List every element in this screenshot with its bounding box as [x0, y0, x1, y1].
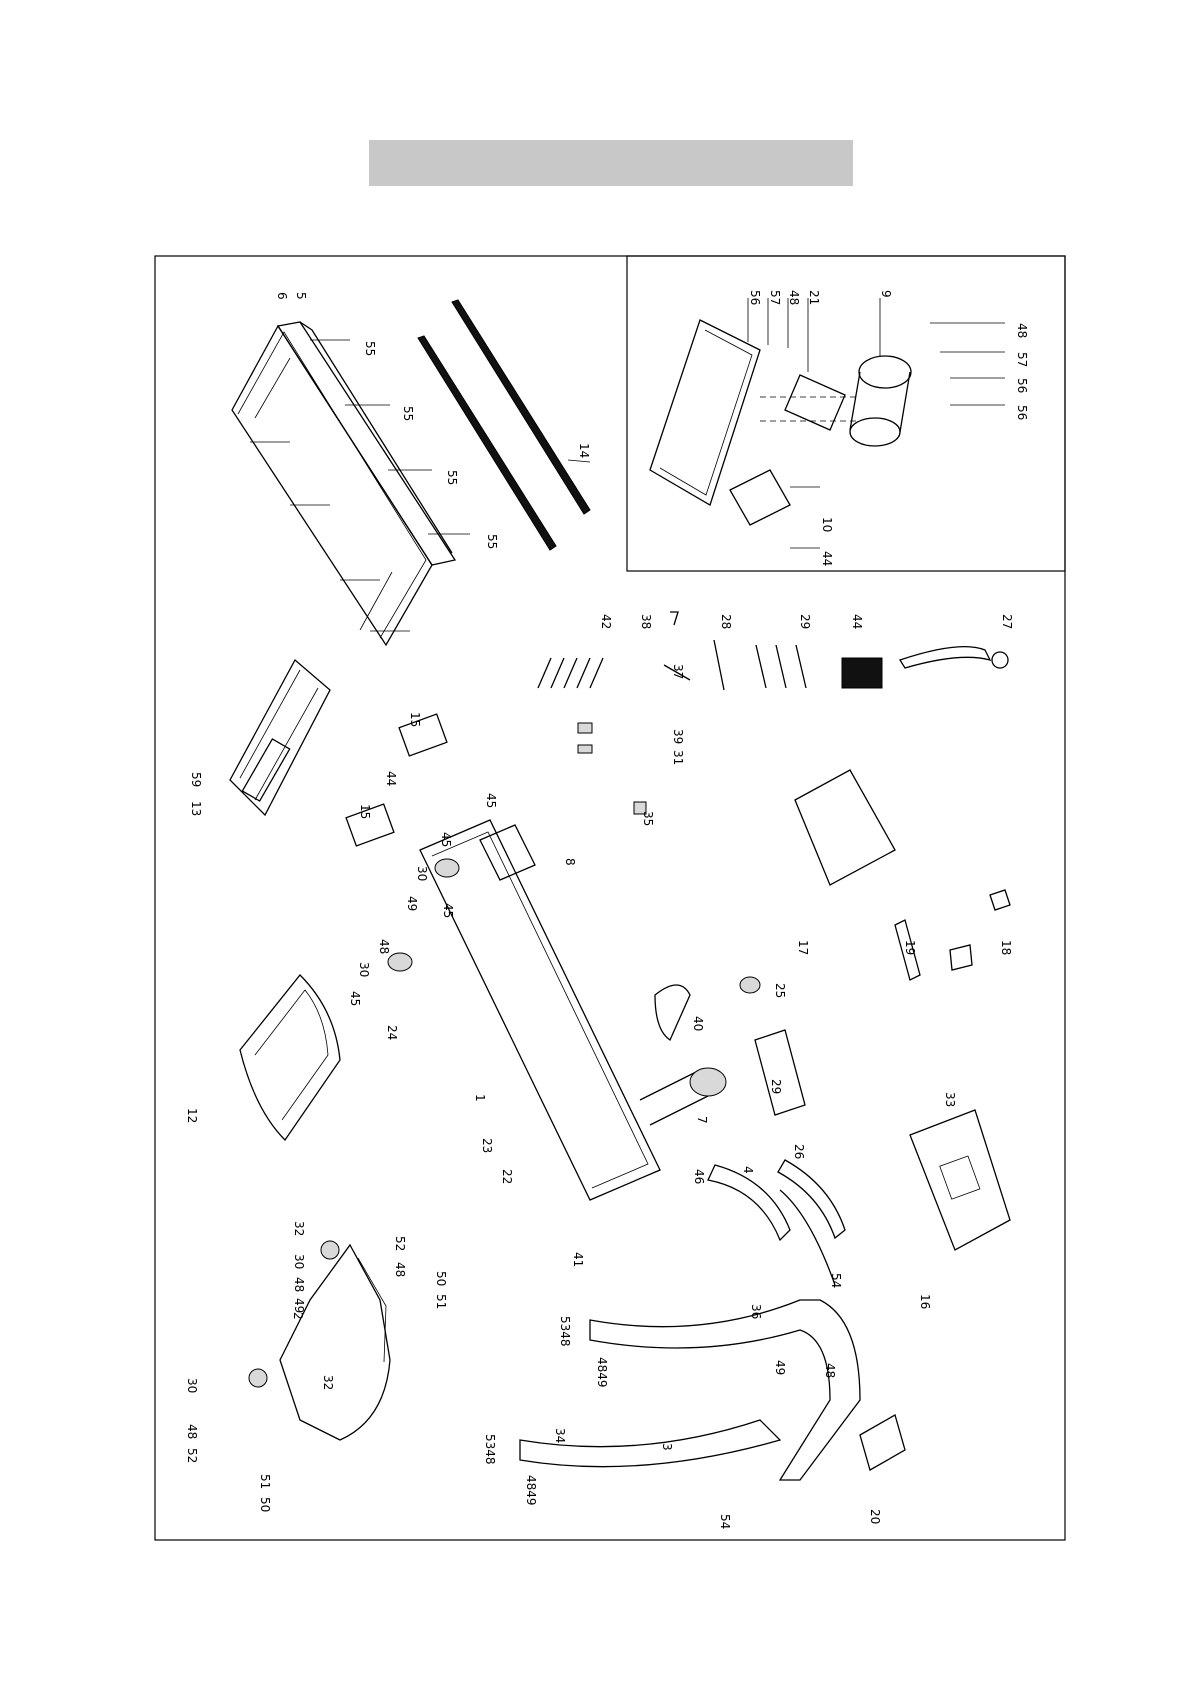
part-label-p-1: 1	[473, 1094, 487, 1102]
part-label-p-5-top: 5	[294, 292, 308, 300]
part-label-p-4: 4	[741, 1166, 755, 1174]
motor-detail-frame	[627, 256, 1065, 571]
part-label-p-44-a: 44	[820, 551, 834, 566]
part-label-p-41: 41	[571, 1252, 585, 1267]
part-label-p-54-a: 54	[829, 1273, 843, 1288]
part-label-p-50-b: 50	[258, 1497, 272, 1512]
part-label-p-55-a: 55	[363, 341, 377, 356]
part-label-p-56-b: 56	[1015, 378, 1029, 393]
part-label-p-7: 7	[695, 1116, 709, 1124]
part-label-p-40: 40	[691, 1016, 705, 1031]
part-label-p-23: 23	[480, 1138, 494, 1153]
part-label-p-50-a: 50	[434, 1271, 448, 1286]
part-label-p-5348-b: 5348	[483, 1434, 497, 1465]
part-label-p-28: 28	[719, 614, 733, 629]
part-label-p-46: 46	[692, 1169, 706, 1184]
part-label-p-15-a: 15	[408, 712, 422, 727]
part-label-p-52-a: 52	[393, 1236, 407, 1251]
part-label-p-17: 17	[796, 940, 810, 955]
part-label-p-30-b: 30	[357, 962, 371, 977]
part-label-p-16: 16	[918, 1294, 932, 1309]
handrail-frame-2	[249, 1241, 390, 1440]
part-label-p-19: 19	[903, 940, 917, 955]
part-label-p-29-b: 29	[769, 1079, 783, 1094]
part-label-p-51-b: 51	[258, 1474, 272, 1489]
part-label-p-3: 3	[660, 1443, 674, 1451]
part-label-p-4849-a: 4849	[595, 1357, 609, 1388]
part-label-p-48-g: 48	[823, 1363, 837, 1378]
part-label-p-32-b: 32	[321, 1375, 335, 1390]
part-label-p-27: 27	[1000, 614, 1014, 629]
part-label-p-30-d: 30	[185, 1378, 199, 1393]
part-label-p-51-a: 51	[434, 1294, 448, 1309]
part-label-p-6-top: 6	[275, 292, 289, 300]
deck-support	[230, 660, 330, 815]
part-label-p-57-a: 57	[768, 290, 782, 305]
running-deck	[232, 322, 470, 645]
part-label-p-18: 18	[999, 940, 1013, 955]
part-label-p-45-b: 45	[439, 832, 453, 847]
part-label-p-39: 39	[671, 729, 685, 744]
part-label-p-38: 38	[639, 614, 653, 629]
console-parts	[795, 770, 1010, 1250]
part-label-p-44-b: 44	[850, 614, 864, 629]
motor-assembly	[650, 298, 1005, 548]
part-label-p-34: 34	[553, 1428, 567, 1443]
part-label-p-30-c: 30	[292, 1254, 306, 1269]
part-label-p-55-c: 55	[445, 470, 459, 485]
diagram-frame	[155, 256, 1065, 1540]
part-label-p-8: 8	[563, 858, 577, 866]
part-label-p-42: 42	[599, 614, 613, 629]
part-label-p-9: 9	[879, 290, 893, 298]
part-label-p-12: 12	[185, 1108, 199, 1123]
part-label-p-29-a: 29	[798, 614, 812, 629]
part-label-p-2: 2	[291, 1312, 305, 1320]
part-label-p-25: 25	[773, 983, 787, 998]
part-label-p-35: 35	[641, 811, 655, 826]
part-label-p-33: 33	[943, 1092, 957, 1107]
part-label-p-49-c: 49	[773, 1360, 787, 1375]
part-label-p-56-a: 56	[748, 290, 762, 305]
part-label-p-49-a: 49	[405, 896, 419, 911]
small-parts	[538, 612, 1008, 814]
part-label-p-49-b: 49	[292, 1298, 306, 1313]
part-label-p-48-d: 48	[393, 1262, 407, 1277]
part-label-p-48-b: 48	[1015, 323, 1029, 338]
part-label-p-21: 21	[807, 290, 821, 305]
part-label-p-55-b: 55	[401, 406, 415, 421]
part-label-p-4849-b: 4849	[524, 1475, 538, 1506]
part-label-p-22: 22	[500, 1169, 514, 1184]
part-label-p-26: 26	[792, 1144, 806, 1159]
part-label-p-59: 59	[189, 772, 203, 787]
part-label-p-48-e: 48	[292, 1277, 306, 1292]
part-label-p-52-b: 52	[185, 1448, 199, 1463]
part-label-p-36: 36	[749, 1304, 763, 1319]
part-label-p-30-a: 30	[415, 866, 429, 881]
part-label-p-10: 10	[820, 517, 834, 532]
part-label-p-44-c: 44	[384, 771, 398, 786]
part-label-p-45-d: 45	[348, 991, 362, 1006]
part-label-p-13: 13	[189, 801, 203, 816]
part-label-p-54-b: 54	[718, 1514, 732, 1529]
part-label-p-48-a: 48	[787, 290, 801, 305]
part-label-p-14: 14	[577, 443, 591, 458]
part-label-p-20: 20	[868, 1509, 882, 1524]
part-label-p-57-b: 57	[1015, 352, 1029, 367]
part-label-p-32-a: 32	[292, 1221, 306, 1236]
part-label-p-56-c: 56	[1015, 405, 1029, 420]
part-label-p-45-c: 45	[441, 903, 455, 918]
part-label-p-55-d: 55	[485, 534, 499, 549]
part-label-p-45-a: 45	[484, 793, 498, 808]
part-label-p-37: 37	[671, 664, 685, 679]
part-label-p-24: 24	[385, 1025, 399, 1040]
part-label-p-5348-a: 5348	[558, 1316, 572, 1347]
part-label-p-15-b: 15	[358, 804, 372, 819]
upright-3	[520, 1190, 905, 1480]
side-rails	[418, 300, 590, 550]
part-label-p-48-f: 48	[185, 1424, 199, 1439]
part-label-p-31: 31	[671, 750, 685, 765]
part-label-p-48-c: 48	[377, 939, 391, 954]
motor-cover	[240, 975, 340, 1140]
